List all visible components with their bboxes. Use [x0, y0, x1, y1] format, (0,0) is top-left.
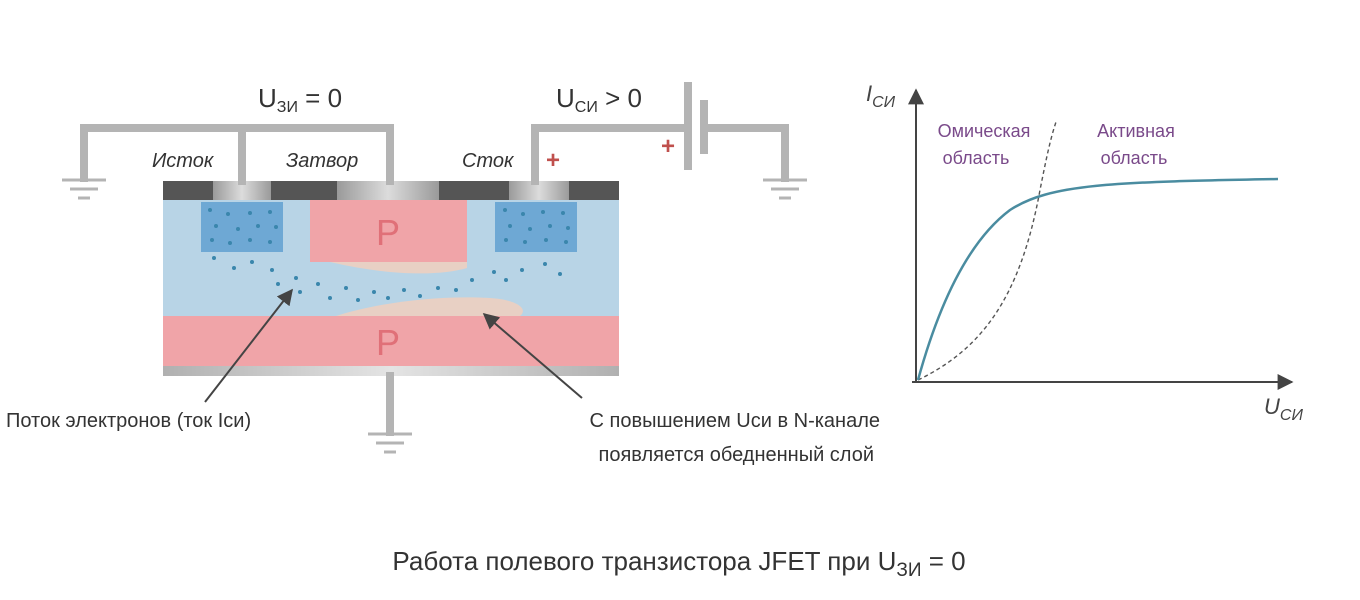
- channel-electrons: [212, 256, 562, 302]
- iv-curve: [916, 177, 1279, 381]
- depletion-arrow: [482, 312, 583, 399]
- bottom-contact: [163, 366, 619, 376]
- drain-contact: [509, 181, 569, 200]
- p-region-top: [310, 200, 467, 262]
- electron-flow-caption: Поток электронов (ток Iси): [6, 410, 251, 432]
- transistor-body: P P: [163, 181, 619, 376]
- ohmic-region-label-2: область: [943, 148, 1010, 168]
- p-top-label: P: [376, 212, 400, 253]
- source-electrons: [208, 208, 278, 245]
- depletion-layer-bottom: [336, 297, 523, 316]
- drain-label: Сток: [462, 150, 515, 172]
- depletion-layer-top: [330, 262, 467, 274]
- ground-symbol-right: [763, 178, 807, 200]
- gate-label: Затвор: [286, 150, 358, 172]
- ground-symbol-left: [62, 178, 106, 200]
- source-label: Исток: [152, 150, 215, 172]
- ohmic-region-label-1: Омическая: [938, 121, 1031, 141]
- drain-wire: [531, 124, 688, 185]
- ground-symbol-bottom: [368, 432, 412, 454]
- electron-flow-arrow: [204, 288, 293, 403]
- drain-electrons: [503, 208, 570, 244]
- plus-sign-drain: +: [546, 147, 560, 174]
- depletion-caption-line2: появляется обедненный слой: [599, 444, 875, 466]
- figure-caption: Работа полевого транзистора JFET при UЗИ…: [392, 546, 965, 581]
- plus-sign-battery: +: [661, 133, 675, 160]
- active-region-label-2: область: [1101, 148, 1168, 168]
- drain-source-voltage-label: UСИ > 0: [556, 83, 642, 116]
- y-axis-label: IСИ: [866, 81, 896, 111]
- source-gate-wire: [80, 124, 394, 185]
- battery-ground-wire: [700, 124, 789, 182]
- depletion-caption-line1: С повышением Uси в N-канале: [590, 410, 881, 432]
- p-bottom-label: P: [376, 322, 400, 363]
- source-n-plus-region: [201, 202, 283, 252]
- source-contact: [213, 181, 271, 200]
- x-axis-label: UСИ: [1264, 394, 1303, 424]
- wiring: [80, 82, 789, 436]
- drain-n-plus-region: [495, 202, 577, 252]
- iv-graph: IСИ UСИ Омическая область Активная облас…: [866, 81, 1303, 424]
- gate-source-voltage-label: UЗИ = 0: [258, 83, 342, 116]
- gate-contact: [337, 181, 439, 200]
- active-region-label-1: Активная: [1097, 121, 1175, 141]
